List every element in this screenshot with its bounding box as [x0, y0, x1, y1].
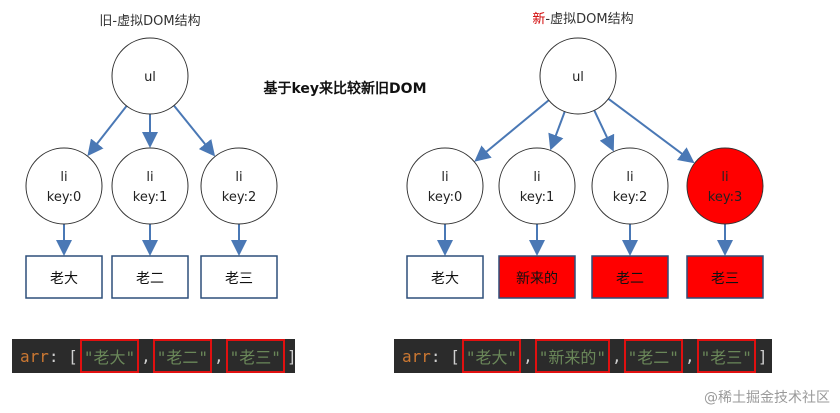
new-edge-0	[474, 99, 550, 162]
old-edge-0	[87, 105, 128, 157]
new-li-node-2	[591, 147, 669, 225]
new-code-close: ]	[757, 346, 768, 366]
new-text-box-2	[591, 255, 669, 299]
new-tree-title: 新-虚拟DOM结构	[532, 8, 633, 27]
new-li-key-3: key:3	[708, 190, 742, 205]
new-text-label-3: 老三	[711, 271, 739, 287]
new-li-node-3	[686, 147, 764, 225]
new-text-box-0	[406, 255, 484, 299]
new-code-item-1: "新来的"	[534, 339, 611, 373]
nodes: ul li key:0 老大 li key:1 老二 li key:2 老三 ul li key:0 老大…	[25, 37, 764, 299]
old-code-comma-1: ,	[214, 346, 224, 366]
old-code-close: ]	[286, 346, 297, 366]
new-code-item-3: "老三"	[696, 339, 756, 373]
new-text-label-0: 老大	[431, 271, 459, 287]
new-code-item-0: "老大"	[461, 339, 522, 373]
old-li-node-2	[200, 147, 278, 225]
old-text-label-1: 老二	[136, 271, 164, 287]
old-li-node-1	[111, 147, 189, 225]
new-code-comma-2: ,	[684, 346, 695, 366]
old-text-box-2	[200, 255, 278, 299]
new-li-tag-1: li	[533, 170, 540, 185]
old-edge-2	[173, 104, 216, 157]
new-code-item-2: "老二"	[623, 339, 683, 373]
old-code-snippet: arr: ["老大","老二","老三"]	[12, 339, 297, 373]
new-li-tag-2: li	[626, 170, 633, 185]
new-li-key-1: key:1	[520, 190, 554, 205]
old-text-label-2: 老三	[225, 271, 253, 287]
new-code-comma-0: ,	[523, 346, 533, 366]
old-code-var: arr	[20, 346, 49, 366]
old-li-tag-0: li	[60, 170, 67, 185]
old-text-box-0	[25, 255, 103, 299]
center-title: 基于key来比较新旧DOM	[263, 81, 427, 97]
new-li-tag-0: li	[441, 170, 448, 185]
old-li-key-2: key:2	[222, 190, 256, 205]
new-code-comma-1: ,	[612, 346, 622, 366]
old-text-label-0: 老大	[50, 271, 78, 287]
old-text-box-1	[111, 255, 189, 299]
new-text-box-3	[686, 255, 764, 299]
old-root-label: ul	[144, 70, 156, 85]
new-edge-3	[607, 97, 695, 164]
new-code-open: : [	[430, 346, 460, 366]
old-li-node-0	[25, 147, 103, 225]
new-text-label-2: 老二	[616, 271, 644, 287]
edges	[56, 97, 733, 256]
new-code-var: arr	[402, 346, 431, 366]
new-text-box-1	[498, 255, 576, 299]
old-code-open: : [	[48, 346, 78, 366]
new-edge-2	[593, 109, 615, 152]
old-code-comma-0: ,	[141, 346, 151, 366]
new-root-node	[539, 37, 617, 115]
old-root-node	[111, 37, 189, 115]
watermark: @稀土掘金技术社区	[704, 390, 830, 406]
old-tree-title: 旧-虚拟DOM结构	[99, 14, 201, 29]
new-li-node-1	[498, 147, 576, 225]
old-li-tag-1: li	[146, 170, 153, 185]
old-code-item-0: "老大"	[79, 339, 140, 373]
new-title-rest: -虚拟DOM结构	[545, 12, 634, 27]
old-code-item-1: "老二"	[152, 339, 213, 373]
new-li-key-2: key:2	[613, 190, 647, 205]
old-li-tag-2: li	[235, 170, 242, 185]
new-text-label-1: 新来的	[516, 271, 558, 287]
new-root-label: ul	[572, 70, 584, 85]
new-li-tag-3: li	[721, 170, 728, 185]
new-title-prefix: 新	[532, 12, 546, 27]
new-li-key-0: key:0	[428, 190, 462, 205]
new-edge-1	[548, 111, 566, 151]
old-code-item-2: "老三"	[225, 339, 285, 373]
old-li-key-0: key:0	[47, 190, 81, 205]
new-code-snippet: arr: ["老大","新来的","老二","老三"]	[394, 339, 772, 373]
old-li-key-1: key:1	[133, 190, 167, 205]
new-li-node-0	[406, 147, 484, 225]
